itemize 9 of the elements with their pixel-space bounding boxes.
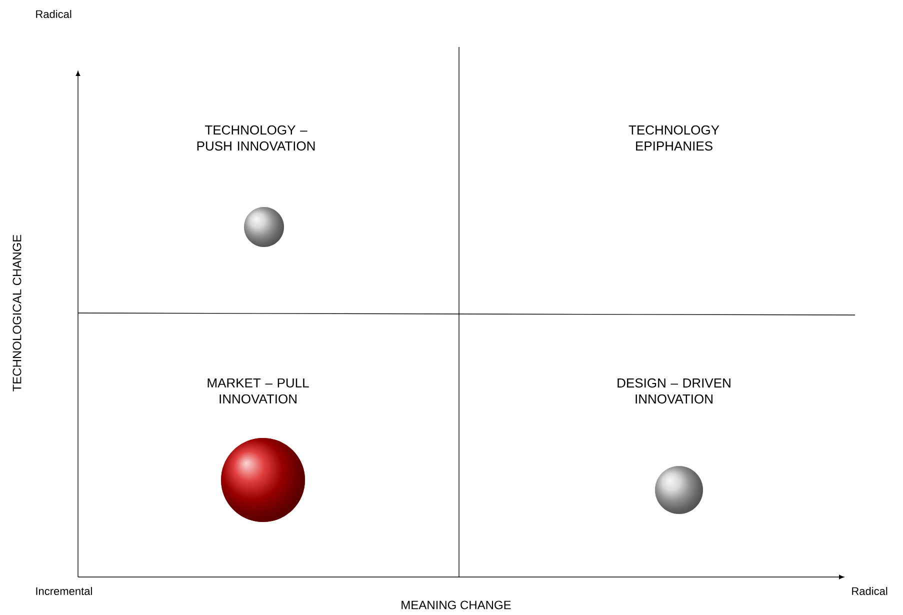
axis-label: Radical — [852, 586, 888, 596]
axis-label: Incremental — [36, 586, 92, 596]
axis-title: TECHNOLOGICAL CHANGE — [12, 234, 22, 392]
quadrant-label: TECHNOLOGY EPIPHANIES — [628, 125, 720, 151]
quadrant-label: MARKET – PULL INNOVATION — [208, 378, 309, 404]
quadrant-label: DESIGN – DRIVEN INNOVATION — [618, 378, 730, 404]
axis-label: Radical — [36, 10, 72, 18]
axis-title: MEANING CHANGE — [402, 600, 511, 610]
quadrant-label: TECHNOLOGY – PUSH INNOVATION — [197, 125, 315, 151]
